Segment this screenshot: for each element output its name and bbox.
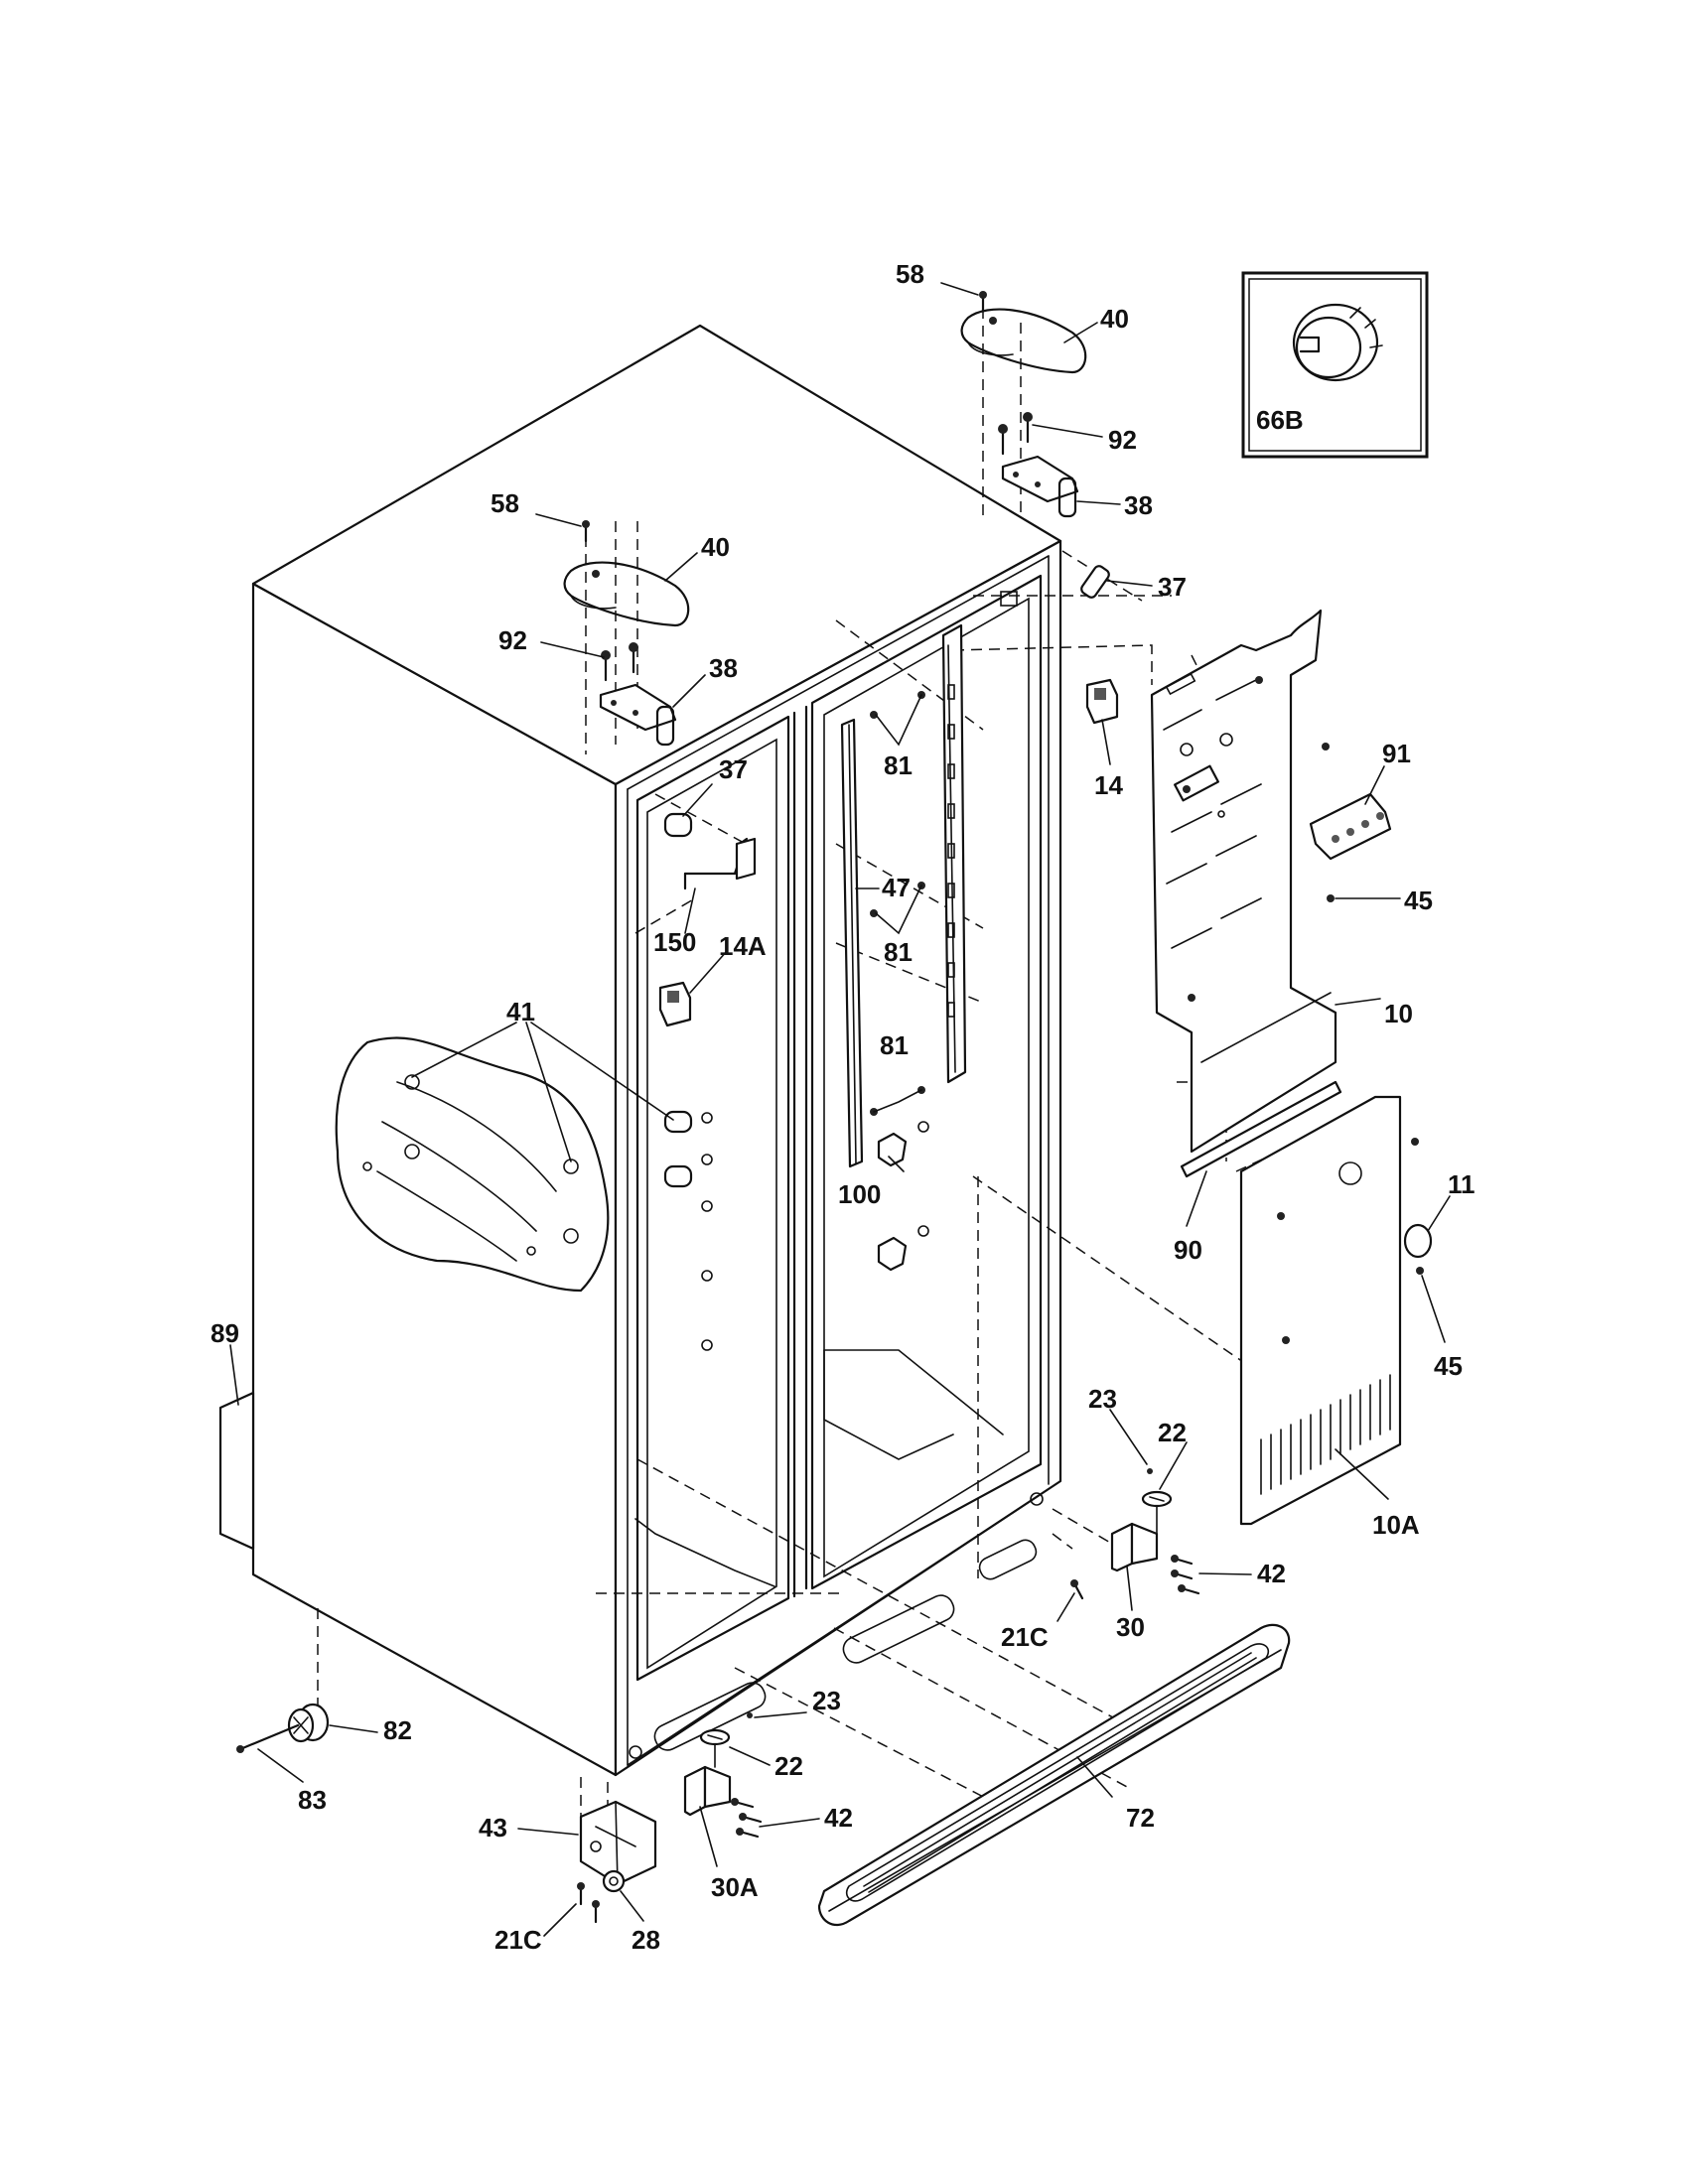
plug-11 [1403, 1223, 1433, 1259]
label-82: 82 [383, 1715, 412, 1745]
label-14a: 14A [719, 931, 767, 961]
roller-bracket-30a [683, 1741, 732, 1817]
hinge-cover-top-left [563, 561, 690, 627]
plug-37-top [1080, 565, 1110, 599]
roller-bracket-30 [1110, 1503, 1159, 1572]
label-38-left: 38 [709, 653, 738, 683]
hinge-top-left [599, 683, 677, 747]
light-bracket-150 [683, 837, 757, 890]
screws-42-left [731, 1798, 763, 1839]
label-42-left: 42 [824, 1803, 853, 1833]
shelf-rail-47-right [941, 623, 967, 1084]
trim-strip-90 [1180, 1080, 1342, 1178]
inset-detail-66b [1241, 271, 1429, 459]
screw-83 [236, 1723, 300, 1753]
label-89: 89 [211, 1318, 239, 1348]
label-30: 30 [1116, 1612, 1145, 1642]
label-58-left: 58 [491, 488, 519, 518]
label-66b: 66B [1256, 405, 1304, 435]
label-81-middle: 81 [884, 937, 913, 967]
label-45-bottom: 45 [1434, 1351, 1463, 1381]
hinge-top-right [1001, 455, 1079, 518]
switch-14 [1085, 678, 1119, 725]
screws-92-left [601, 642, 638, 682]
leveler-22-left [699, 1728, 731, 1746]
label-100: 100 [838, 1179, 881, 1209]
screws-21c-left [577, 1882, 600, 1924]
label-23-right: 23 [1088, 1384, 1117, 1414]
label-22-right: 22 [1158, 1418, 1187, 1447]
label-37-freezer: 37 [719, 754, 748, 784]
toe-grille-72 [817, 1623, 1291, 1927]
screw-21c-right [1070, 1579, 1084, 1600]
label-150: 150 [653, 927, 696, 957]
cabinet-body [218, 324, 1062, 1777]
switch-14a [658, 981, 692, 1027]
screws-92-right [998, 412, 1033, 456]
cams-100 [877, 1121, 929, 1272]
label-90: 90 [1174, 1235, 1202, 1265]
label-14: 14 [1094, 770, 1123, 800]
spacer-82 [287, 1703, 330, 1743]
screw-58-right [979, 291, 987, 312]
label-58-right: 58 [896, 259, 924, 289]
label-40-right: 40 [1100, 304, 1129, 334]
cabinet-cutaway-view [335, 1036, 610, 1293]
label-41: 41 [506, 997, 535, 1026]
label-81-top: 81 [884, 751, 913, 780]
bumpers-41 [663, 1110, 713, 1188]
label-21c-right: 21C [1001, 1622, 1049, 1652]
access-panel-10a [1239, 1095, 1402, 1526]
label-leaders [229, 282, 1451, 1937]
label-72: 72 [1126, 1803, 1155, 1833]
label-10a: 10A [1372, 1510, 1420, 1540]
label-38-right: 38 [1124, 490, 1153, 520]
leveler-23-left [747, 1712, 753, 1718]
label-37-top: 37 [1158, 572, 1187, 602]
screws-45 [1183, 676, 1424, 1344]
label-43: 43 [479, 1813, 507, 1843]
label-11: 11 [1448, 1169, 1476, 1199]
label-28: 28 [632, 1925, 660, 1955]
label-10: 10 [1384, 999, 1413, 1028]
label-23-left: 23 [812, 1686, 841, 1715]
plug-37-freezer [663, 812, 693, 838]
roller-assembly-43 [579, 1800, 657, 1886]
label-45-top: 45 [1404, 886, 1433, 915]
control-panel-10 [1150, 609, 1337, 1154]
label-47: 47 [882, 873, 911, 902]
label-21c-left: 21C [494, 1925, 542, 1955]
screws-42-right [1171, 1555, 1200, 1595]
shelf-rail-47-left [840, 718, 864, 1168]
label-30a: 30A [711, 1872, 759, 1902]
leveler-22-right [1141, 1490, 1173, 1508]
label-22-left: 22 [774, 1751, 803, 1781]
hinge-cover-top-right [960, 308, 1087, 374]
label-83: 83 [298, 1785, 327, 1815]
label-91: 91 [1382, 739, 1411, 768]
screw-58-left [582, 520, 590, 543]
label-92-right: 92 [1108, 425, 1137, 455]
leveler-23-right [1147, 1468, 1153, 1474]
label-92-left: 92 [498, 625, 527, 655]
part-labels: 58 40 92 38 58 40 92 38 37 37 14 14A 150… [211, 259, 1476, 1955]
label-40-left: 40 [701, 532, 730, 562]
bracket-91 [1309, 792, 1392, 861]
wheel-28 [602, 1869, 626, 1893]
label-81-bottom: 81 [880, 1030, 909, 1060]
label-42-right: 42 [1257, 1559, 1286, 1588]
